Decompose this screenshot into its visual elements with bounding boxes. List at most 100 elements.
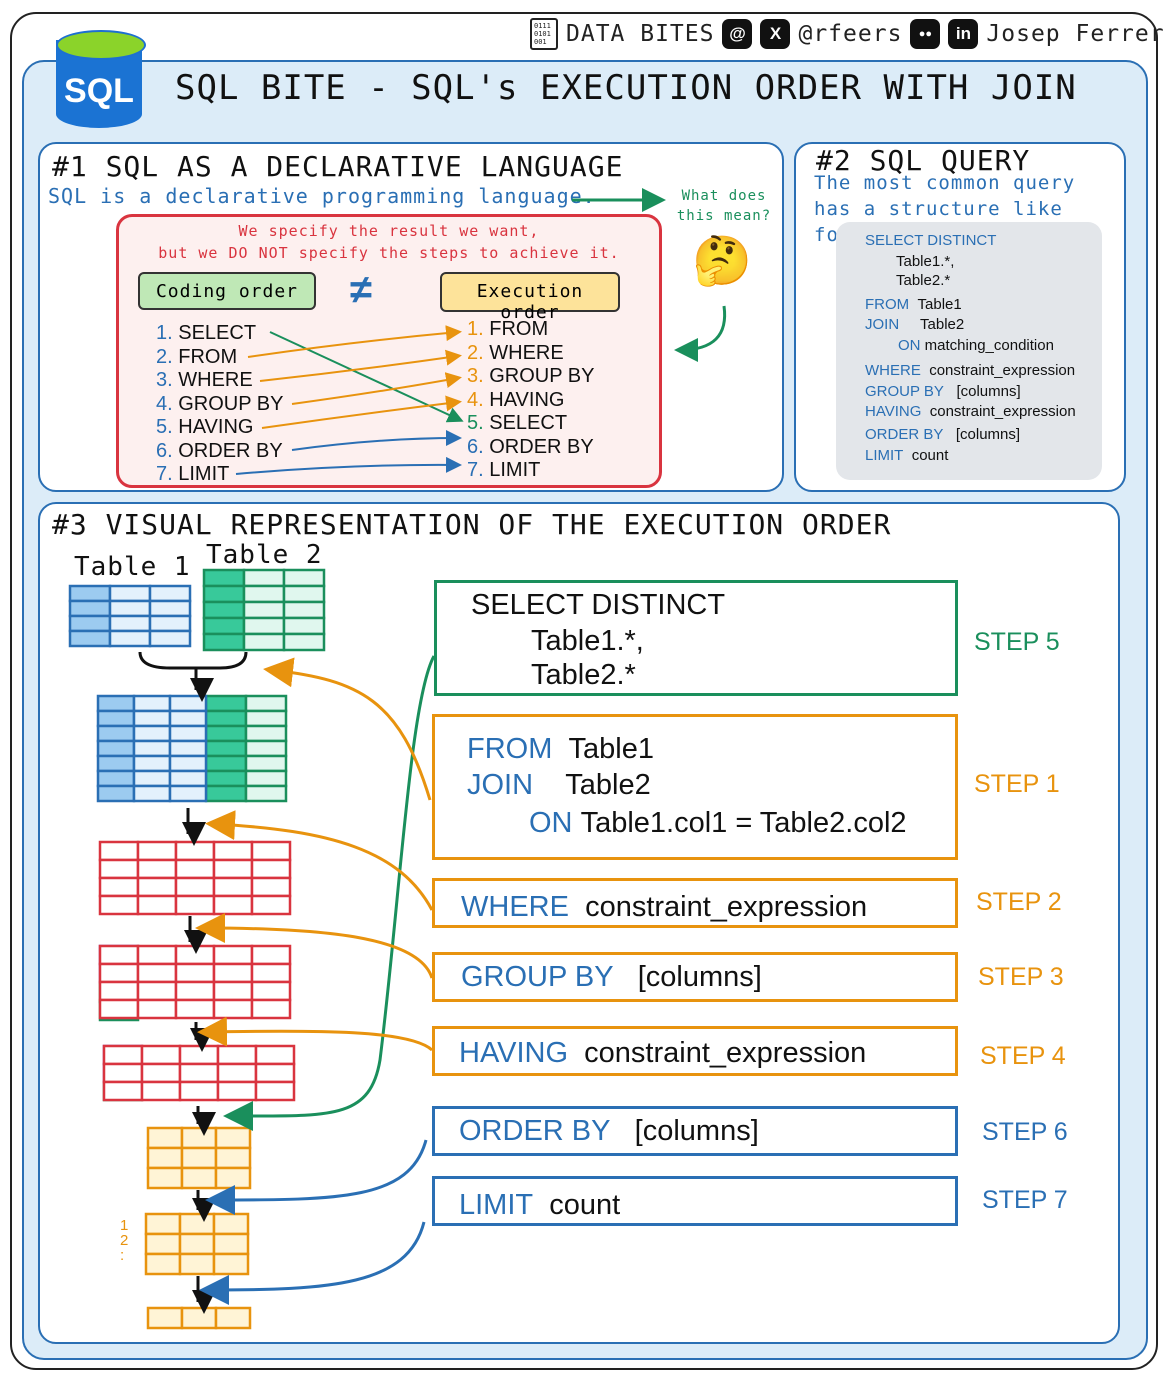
x-icon[interactable]: X xyxy=(760,19,791,49)
table-cell xyxy=(244,754,288,773)
step7-label: STEP 7 xyxy=(982,1186,1068,1214)
declarative-note-line1: We specify the result we want, xyxy=(238,222,540,240)
q-where-kw: WHERE xyxy=(865,362,921,379)
arrow-groupby-to-3 xyxy=(291,372,462,405)
table-cell xyxy=(282,632,326,652)
q-from-kw: FROM xyxy=(865,296,910,313)
arrow-from-to-1 xyxy=(247,325,462,358)
s5-t1: Table1.*, xyxy=(531,625,644,657)
exec-num: 7. xyxy=(467,459,484,481)
section1-arrows xyxy=(235,188,727,475)
table-cell xyxy=(168,709,208,728)
table1-label: Table 1 xyxy=(74,552,191,582)
table-cell xyxy=(204,739,248,758)
coding-item: FROM xyxy=(178,345,238,368)
coding-num: 5. xyxy=(156,416,173,438)
coding-item: ORDER BY xyxy=(178,439,283,462)
table-cell xyxy=(146,1146,184,1170)
table-cell xyxy=(168,769,208,788)
brand-handle[interactable]: @rfeers xyxy=(798,21,903,47)
table-cell xyxy=(242,600,286,620)
q-having-val: constraint_expression xyxy=(929,403,1076,420)
table-cell xyxy=(96,724,136,743)
arrow-to-execution-order xyxy=(674,305,727,362)
table-cell xyxy=(250,998,292,1020)
brand-author[interactable]: Josep Ferrer xyxy=(986,21,1165,47)
brand-name: DATA BITES xyxy=(566,21,715,47)
execution-order-list: 1. FROM 2. WHERE 3. GROUP BY 4. HAVING 5… xyxy=(467,318,637,483)
table-cell xyxy=(174,858,216,880)
q-having-kw: HAVING xyxy=(865,403,922,420)
table-cell xyxy=(132,784,172,803)
table-cell xyxy=(178,1080,220,1102)
table-cell xyxy=(102,1044,144,1066)
table-cell xyxy=(212,998,254,1020)
declarative-box xyxy=(116,214,662,488)
step7-arrow xyxy=(199,1221,426,1305)
table-cell xyxy=(250,876,292,898)
table-cell xyxy=(68,614,112,633)
table-cell xyxy=(214,1166,252,1190)
arrow-orderby-to-6 xyxy=(291,430,462,451)
q-order-kw: ORDER BY xyxy=(865,426,944,443)
q-table2: Table2.* xyxy=(896,272,951,289)
linkedin-icon[interactable]: in xyxy=(948,19,979,49)
table-cell xyxy=(254,1062,296,1084)
table-cell xyxy=(148,584,192,603)
order-grid xyxy=(144,1212,250,1276)
exec-item: SELECT xyxy=(489,412,568,434)
declarative-note-line2: but we DO NOT specify the steps to achie… xyxy=(158,244,620,262)
table-cell xyxy=(282,584,326,604)
step6-label: STEP 6 xyxy=(982,1118,1068,1146)
table-cell xyxy=(136,858,178,880)
table-cell xyxy=(178,1062,220,1084)
table-cell xyxy=(204,724,248,743)
s2-kw: WHERE xyxy=(461,891,569,923)
table-cell xyxy=(146,1126,184,1150)
table-cell xyxy=(144,1212,182,1236)
table-cell xyxy=(250,858,292,880)
list-item: 7. LIMIT xyxy=(467,459,637,483)
list-item: 5. SELECT xyxy=(467,412,637,436)
table-cell xyxy=(212,840,254,862)
table-cell xyxy=(96,739,136,758)
list-item: 5. HAVING xyxy=(156,416,296,440)
table-cell xyxy=(178,1044,220,1066)
s1-from-val: Table1 xyxy=(568,733,654,765)
table-cell xyxy=(98,840,140,862)
threads-icon[interactable]: @ xyxy=(722,19,753,49)
merge-arrow xyxy=(138,651,248,690)
s1-on-val: Table1.col1 = Table2.col2 xyxy=(580,807,907,839)
q-on-kw: ON xyxy=(898,337,921,354)
s1-from-kw: FROM xyxy=(467,733,553,765)
table-cell xyxy=(108,599,152,618)
table-cell xyxy=(244,739,288,758)
section2-title: #2 SQL QUERY xyxy=(816,144,1031,177)
medium-icon[interactable]: ●● xyxy=(910,19,941,49)
table-cell xyxy=(202,616,246,636)
table-cell xyxy=(202,584,246,604)
execution-order-label: Execution order xyxy=(440,272,620,323)
step4-arrow xyxy=(197,1016,434,1052)
exec-item: ORDER BY xyxy=(489,435,594,458)
table-cell xyxy=(180,1166,218,1190)
table-cell xyxy=(250,962,292,984)
table-cell xyxy=(132,709,172,728)
table-cell xyxy=(204,784,248,803)
table-cell xyxy=(168,739,208,758)
table-cell xyxy=(132,739,172,758)
section1-subtitle: SQL is a declarative programming languag… xyxy=(48,184,596,208)
table-cell xyxy=(202,632,246,652)
table-cell xyxy=(282,616,326,636)
table-cell xyxy=(102,1062,144,1084)
limit-grid xyxy=(146,1306,252,1330)
list-item: 4. HAVING xyxy=(467,389,637,413)
table-cell xyxy=(244,769,288,788)
step3-box: GROUP BY [columns] xyxy=(432,952,958,1002)
coding-order-label: Coding order xyxy=(138,272,316,310)
table-cell xyxy=(140,1062,182,1084)
table-cell xyxy=(136,840,178,862)
table-cell xyxy=(254,1080,296,1102)
coding-item: WHERE xyxy=(178,369,253,391)
table-cell xyxy=(136,944,178,966)
